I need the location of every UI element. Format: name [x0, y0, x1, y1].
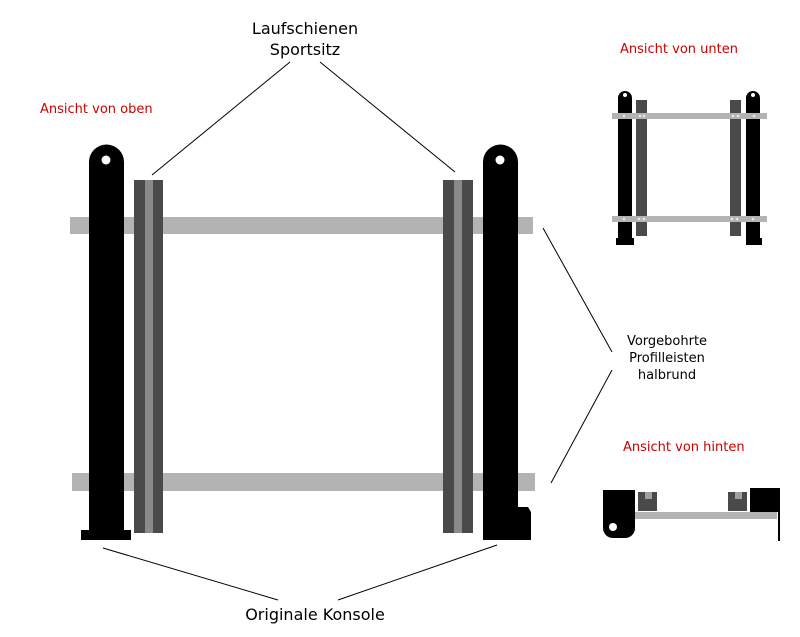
view-bottom-label: Ansicht von unten: [620, 42, 738, 57]
leader-line: [337, 544, 498, 601]
leader-line: [102, 547, 279, 601]
profile-label-line: Profilleisten: [629, 351, 705, 366]
profile-bar-top: [70, 217, 533, 234]
view-top-label: Ansicht von oben: [40, 102, 153, 117]
profile-label: Vorgebohrte Profilleisten halbrund: [612, 333, 722, 384]
right-console-post: [483, 144, 531, 540]
leader-line: [319, 61, 456, 173]
view-back-label: Ansicht von hinten: [623, 440, 745, 455]
rails-label: Laufschienen Sportsitz: [230, 18, 380, 60]
main-top-view: [70, 144, 535, 540]
profile-label-line: halbrund: [637, 368, 697, 383]
console-label: Originale Konsole: [245, 605, 385, 624]
rails-label-line: Laufschienen: [251, 19, 359, 38]
post-foot: [81, 530, 131, 540]
profile-bar-bottom: [72, 473, 535, 491]
right-seat-rail: [443, 180, 473, 533]
leader-lines: [102, 61, 613, 601]
rails-label-line: Sportsitz: [269, 40, 341, 59]
leader-line: [550, 369, 613, 484]
back-view-drawing: [603, 488, 780, 541]
mount-hole-icon: [101, 155, 111, 165]
leader-line: [151, 61, 291, 176]
profile-label-line: Vorgebohrte: [626, 334, 708, 349]
mount-hole-icon: [495, 155, 505, 165]
left-seat-rail: [134, 180, 163, 533]
leader-line: [542, 227, 613, 353]
left-console-post: [81, 144, 131, 540]
bottom-view-drawing: [612, 91, 767, 245]
